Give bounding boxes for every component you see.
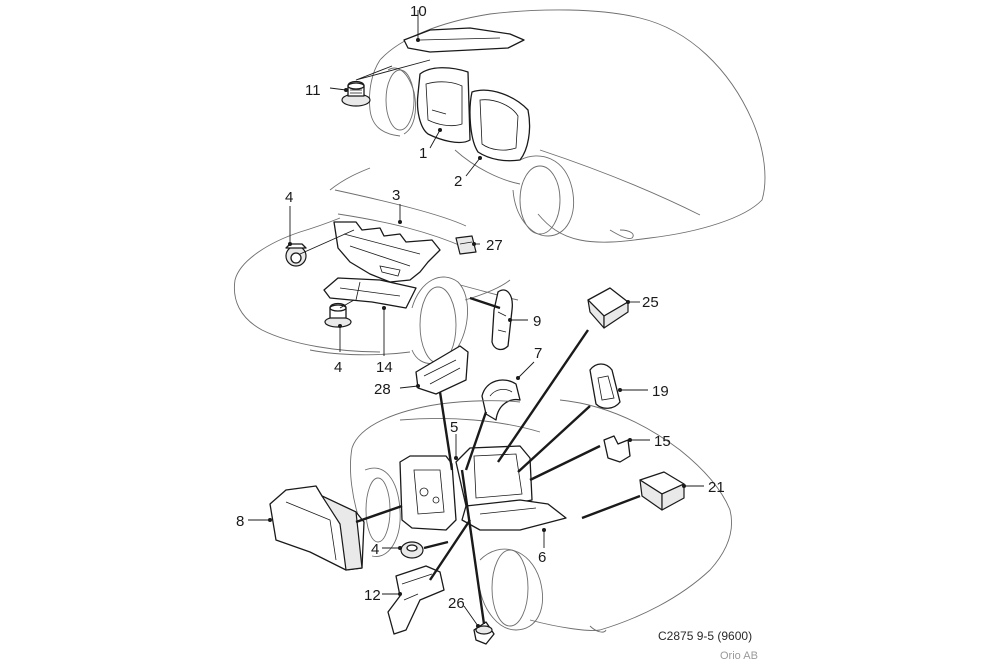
part-12-bracket xyxy=(387,565,445,635)
callout-labels: 10 11 1 2 4 3 27 4 14 9 7 28 25 19 15 21… xyxy=(236,3,725,612)
part-6-trunk-floor xyxy=(461,499,567,531)
part-11-clip xyxy=(341,80,371,107)
callout-28: 28 xyxy=(374,381,391,398)
callout-21: 21 xyxy=(708,479,725,496)
callout-27: 27 xyxy=(486,237,503,254)
callout-1: 1 xyxy=(419,145,427,162)
callout-4-bottom: 4 xyxy=(371,541,379,558)
part-25-block xyxy=(587,287,629,329)
callout-10: 10 xyxy=(410,3,427,20)
part-21-block xyxy=(639,471,685,511)
callout-14: 14 xyxy=(376,359,393,376)
middle-car-outline xyxy=(233,167,519,364)
part-4-clip-bottom xyxy=(400,541,424,559)
part-2-door-panel xyxy=(469,89,531,162)
part-9-trim xyxy=(491,289,513,351)
callout-11: 11 xyxy=(305,82,321,99)
assembly-lines xyxy=(355,296,641,625)
callout-8: 8 xyxy=(236,513,244,530)
callout-26: 26 xyxy=(448,595,465,612)
part-27-clip xyxy=(455,235,477,255)
diagram-credit: Orio AB xyxy=(720,650,758,662)
part-10-panel xyxy=(403,27,525,53)
part-4-clip-upper xyxy=(285,243,307,267)
callout-4-mid: 4 xyxy=(334,359,342,376)
part-7-arch xyxy=(481,379,521,421)
callout-7: 7 xyxy=(534,345,542,362)
part-4-clip-lower xyxy=(324,302,352,328)
top-car-outline xyxy=(369,9,766,243)
part-3-dash-insulation xyxy=(333,221,441,283)
callout-19: 19 xyxy=(652,383,669,400)
trunk-side-liner xyxy=(455,445,533,507)
part-28-bracket xyxy=(415,345,469,395)
callout-4-upper: 4 xyxy=(285,189,293,206)
callout-3: 3 xyxy=(392,187,400,204)
part-5-trunk-wall xyxy=(399,455,457,531)
diagram-reference: C2875 9-5 (9600) xyxy=(658,629,752,643)
callout-6: 6 xyxy=(538,549,546,566)
callout-9: 9 xyxy=(533,313,541,330)
part-8-side-piece xyxy=(269,485,365,571)
leader-dots xyxy=(268,38,686,628)
callout-12: 12 xyxy=(364,587,381,604)
callout-2: 2 xyxy=(454,173,462,190)
part-15-bracket xyxy=(603,435,631,463)
callout-15: 15 xyxy=(654,433,671,450)
part-19-panel xyxy=(589,363,621,409)
callout-25: 25 xyxy=(642,294,659,311)
part-1-door-panel xyxy=(416,67,471,144)
leader-lines xyxy=(248,10,704,627)
callout-5: 5 xyxy=(450,419,458,436)
part-14-floor-piece xyxy=(323,277,417,309)
